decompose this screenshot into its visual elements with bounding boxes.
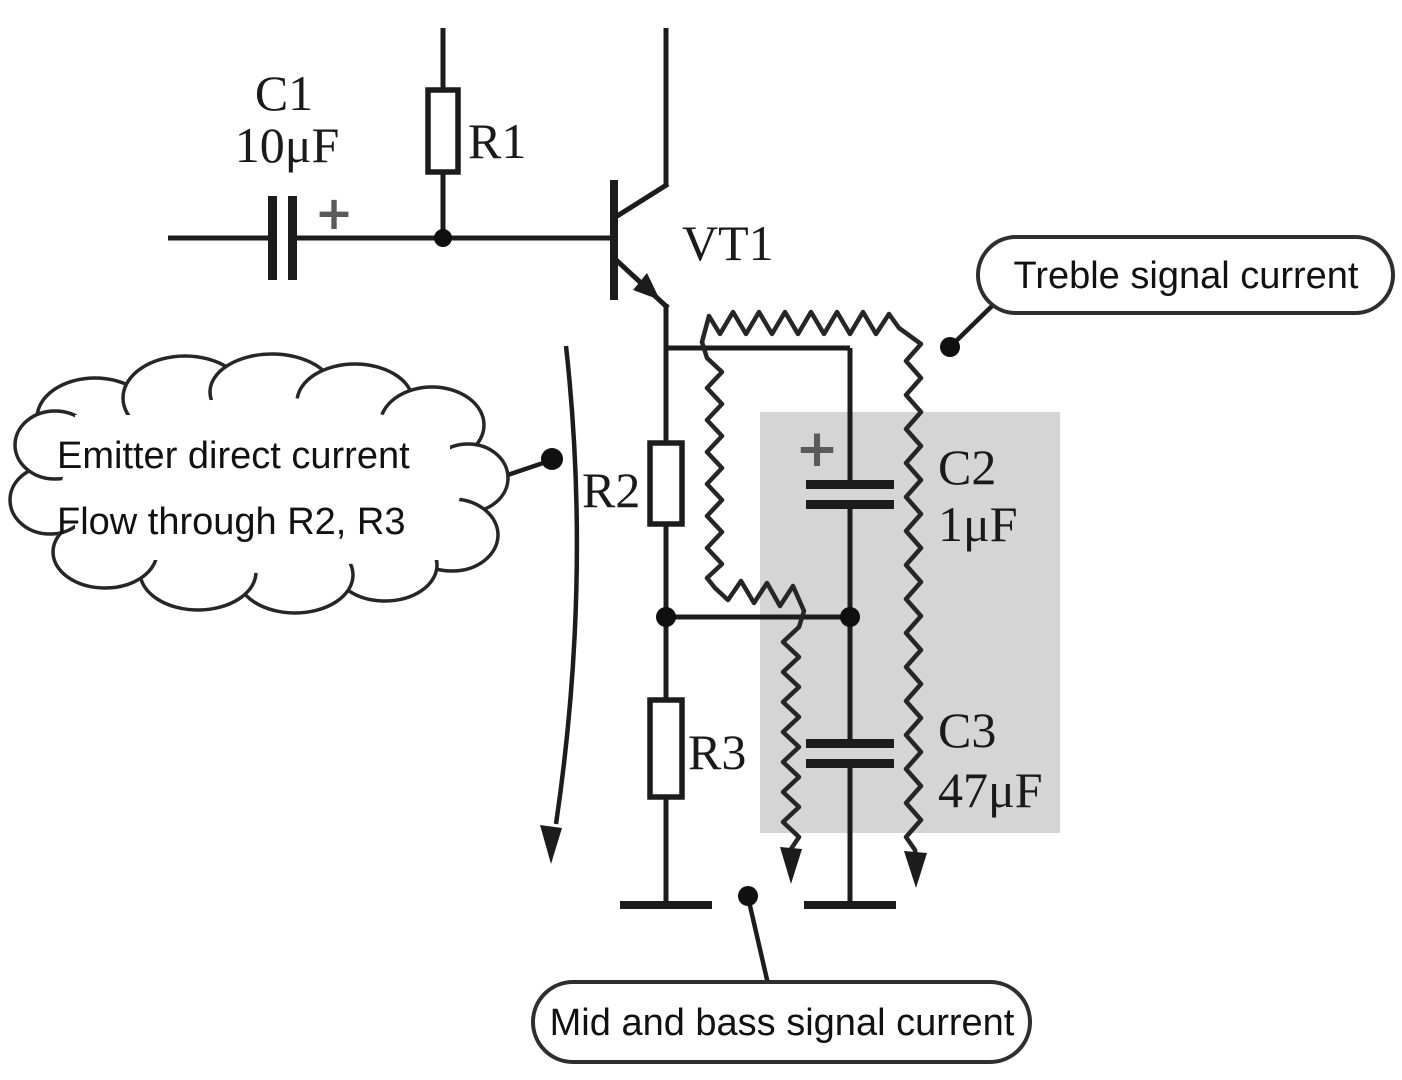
r2-resistor [647, 440, 685, 527]
cloud-shape [8, 352, 510, 615]
ground-right-icon [804, 901, 896, 909]
c3-label: C3 [938, 702, 996, 758]
vt1-base-bar [610, 180, 618, 300]
c3-top-plate [806, 739, 894, 748]
c1-polarity-plus-icon: + [315, 186, 354, 240]
c1-capacitor [268, 196, 297, 280]
junction-dot-left [656, 607, 676, 627]
c1-label: C1 [255, 65, 313, 121]
treble-callout: Treble signal current [940, 235, 1395, 357]
vt1-collector-lead [612, 181, 670, 221]
treble-current-squiggle [699, 309, 924, 861]
r3-label: R3 [688, 724, 746, 780]
emitter-current-arc [553, 345, 580, 825]
vt1-emitter-arrow-icon [633, 273, 660, 300]
emitter-current-arrow-icon [540, 825, 562, 864]
base-junction-dot [434, 229, 452, 247]
c1-right-plate [288, 196, 297, 280]
treble-callout-connector [948, 303, 995, 349]
midbass-current-arrow-icon [780, 847, 802, 884]
c1-left-plate [268, 196, 277, 280]
r3-resistor [647, 697, 685, 800]
r2-label: R2 [582, 462, 640, 518]
treble-current-arrow-icon [904, 851, 927, 888]
c2-bottom-plate [806, 500, 894, 509]
vt1-label: VT1 [682, 215, 774, 271]
emitter-cloud-callout: Emitter direct current Flow through R2, … [8, 352, 563, 615]
midbass-callout-label: Mid and bass signal current [550, 1002, 1015, 1044]
junction-dot-right [840, 607, 860, 627]
treble-current-path [699, 309, 927, 888]
c1-value: 10μF [235, 117, 340, 173]
treble-callout-label: Treble signal current [1014, 255, 1359, 297]
cloud-label-line1: Emitter direct current [57, 435, 410, 477]
c2-polarity-plus-icon: + [795, 419, 839, 479]
emitter-current-path [540, 345, 580, 864]
midbass-callout-bubble [531, 980, 1032, 1064]
r1-label: R1 [468, 113, 526, 169]
midbass-callout-dot [738, 886, 758, 906]
vt1-transistor [610, 180, 670, 310]
cloud-label-line2: Flow through R2, R3 [57, 501, 406, 543]
midbass-callout-connector [745, 896, 771, 985]
midbass-current-path [699, 339, 807, 884]
c2-capacitor [806, 480, 894, 509]
r1-resistor [425, 87, 461, 175]
c2-label: C2 [938, 439, 996, 495]
treble-callout-dot [940, 337, 960, 357]
midbass-callout: Mid and bass signal current [531, 886, 1032, 1064]
c2-value: 1μF [938, 496, 1018, 552]
cloud-connector-dot [541, 448, 563, 470]
c3-capacitor [806, 739, 894, 768]
midbass-current-squiggle [699, 339, 807, 852]
c2-top-plate [806, 480, 894, 489]
treble-callout-bubble [976, 235, 1395, 315]
c3-value: 47μF [938, 762, 1043, 818]
ground-left-icon [620, 901, 712, 909]
c3-bottom-plate [806, 759, 894, 768]
